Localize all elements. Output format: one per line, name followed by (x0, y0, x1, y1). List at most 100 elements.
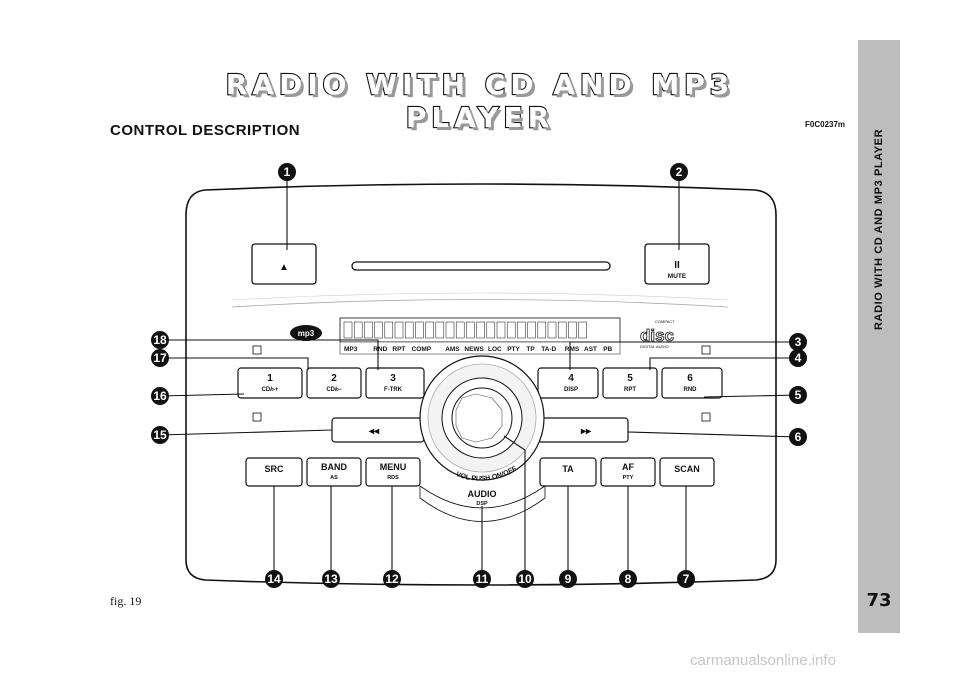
preset-5-sub: RPT (624, 387, 636, 393)
display-segment (384, 321, 394, 339)
callout-10: 10 (516, 570, 534, 588)
display-segment (374, 321, 383, 339)
side-tab-text: RADIO WITH CD AND MP3 PLAYER (873, 128, 885, 330)
audio-sub: DSP (476, 501, 488, 507)
callout-13: 13 (322, 570, 340, 588)
callout-number: 17 (153, 351, 167, 365)
menu-label: MENU (380, 462, 407, 472)
page-number: 73 (866, 590, 892, 611)
callout-number: 8 (625, 572, 632, 586)
eject-icon: ▲ (279, 262, 289, 273)
menu-sub: RDS (387, 475, 399, 481)
preset-3-button[interactable]: 3 F-TRK (365, 367, 425, 399)
display-indicator: RMS (565, 346, 580, 353)
display-segment (466, 321, 475, 339)
menu-button[interactable]: MENU RDS (365, 457, 421, 487)
preset-2-button[interactable]: 2 CD/▹- (306, 367, 362, 399)
callout-8: 8 (619, 570, 637, 588)
callout-5: 5 (789, 386, 807, 404)
audio-label: AUDIO (468, 489, 497, 499)
ta-label: TA (562, 464, 574, 474)
callout-number: 3 (795, 335, 802, 349)
callout-11: 11 (473, 570, 491, 588)
display-segment (445, 321, 455, 339)
scan-button[interactable]: SCAN (659, 457, 715, 487)
preset-6-button[interactable]: 6 RND (661, 367, 723, 399)
preset-4-sub: DISP (564, 387, 578, 393)
disc-logo-top: COMPACT (655, 319, 675, 324)
display-indicator: TA-D (541, 346, 556, 353)
display-segment (425, 321, 434, 339)
callout-number: 16 (153, 389, 167, 403)
display-segments (343, 321, 587, 339)
display-segment (496, 321, 506, 339)
af-sub: PTY (623, 475, 634, 481)
pause-mute-button[interactable] (644, 243, 710, 285)
display-segment (394, 321, 404, 339)
af-label: AF (622, 462, 634, 472)
preset-1-button[interactable]: 1 CD/▹+ (237, 367, 303, 399)
forward-icon: ▸▸ (580, 426, 592, 437)
callout-3: 3 (789, 333, 807, 351)
callout-14: 14 (265, 570, 283, 588)
callout-number: 1 (284, 165, 291, 179)
side-tab (858, 40, 900, 633)
display-segment (343, 321, 353, 339)
callout-1: 1 (278, 163, 296, 181)
scan-label: SCAN (674, 464, 700, 474)
callout-18: 18 (151, 331, 169, 349)
ta-button[interactable]: TA (539, 457, 597, 487)
band-button[interactable]: BAND AS (306, 457, 362, 487)
page-title: RADIO WITH CD AND MP3 PLAYER (225, 67, 735, 135)
preset-2-number: 2 (331, 373, 337, 384)
figure-label: fig. 19 (110, 594, 142, 608)
display-segment (364, 321, 373, 339)
display-segment (557, 321, 567, 339)
rewind-button[interactable]: ◂◂ (331, 417, 425, 443)
preset-1-number: 1 (267, 373, 273, 384)
display-segment (547, 321, 557, 339)
preset-4-button[interactable]: 4 DISP (537, 367, 599, 399)
mp3-badge-text: mp3 (298, 329, 315, 338)
cd-slot (351, 261, 611, 271)
callout-17: 17 (151, 349, 169, 367)
rewind-icon: ◂◂ (368, 426, 380, 437)
display-indicator: COMP (412, 346, 432, 353)
display-indicator: MP3 (344, 346, 358, 353)
mp3-badge (290, 325, 322, 341)
callout-lines (159, 178, 799, 576)
callout-number: 4 (795, 351, 802, 365)
display-indicator: PTY (507, 346, 520, 353)
display-indicator: AMS (445, 346, 460, 353)
volume-knob[interactable] (419, 355, 545, 481)
preset-1-sub: CD/▹+ (262, 387, 279, 393)
preset-6-sub: RND (684, 387, 698, 393)
preset-6-number: 6 (687, 373, 693, 384)
preset-5-button[interactable]: 5 RPT (602, 367, 658, 399)
callout-7: 7 (677, 570, 695, 588)
af-button[interactable]: AF PTY (600, 457, 656, 487)
callout-6: 6 (789, 428, 807, 446)
callout-number: 18 (153, 333, 167, 347)
section-heading: CONTROL DESCRIPTION (110, 122, 301, 139)
watermark: carmanualsonline.info (690, 652, 836, 669)
pause-icon: II (674, 260, 680, 271)
audio-button[interactable]: AUDIO DSP (419, 485, 546, 522)
callout-number: 11 (476, 572, 489, 586)
callout-number: 7 (683, 572, 690, 586)
callout-16: 16 (151, 387, 169, 405)
callout-number: 6 (795, 430, 802, 444)
callout-number: 13 (324, 572, 338, 586)
display-segment (455, 321, 465, 339)
callout-number: 9 (565, 572, 572, 586)
display-indicator: NEWS (464, 346, 484, 353)
forward-button[interactable]: ▸▸ (537, 417, 629, 443)
eject-button[interactable] (251, 243, 317, 285)
src-button[interactable]: SRC (245, 457, 303, 487)
callout-9: 9 (559, 570, 577, 588)
display-indicator: PB (603, 346, 612, 353)
callout-2: 2 (670, 163, 688, 181)
display-segment (476, 321, 485, 339)
